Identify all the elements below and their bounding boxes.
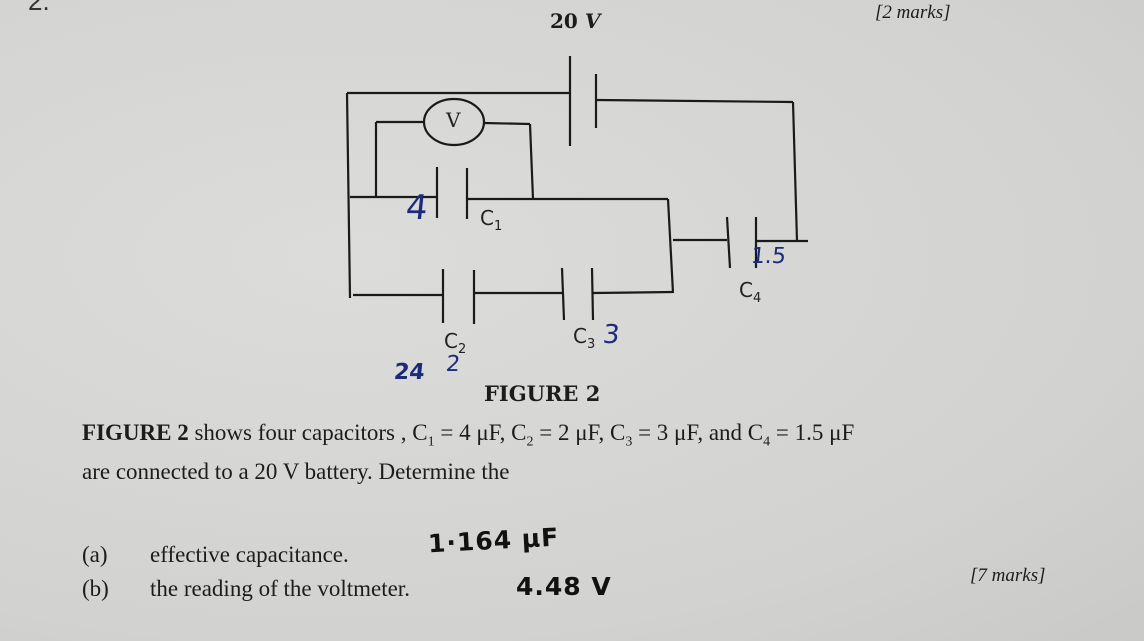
c3-label-sub: 3 xyxy=(586,337,596,352)
part-b-letter: (b) xyxy=(82,576,109,601)
c2-label-sub: 2 xyxy=(457,342,467,357)
part-a: (a) effective capacitance. xyxy=(82,542,349,568)
right-outer-wire xyxy=(791,101,799,242)
part-a-letter: (a) xyxy=(82,542,108,567)
marks-label-bottom: [7 marks] xyxy=(970,565,1046,586)
c1-symbol: C xyxy=(412,420,428,445)
left-outer-wire xyxy=(345,92,352,299)
c2-value: = 2 μF, xyxy=(533,420,610,445)
c4-subscript: 4 xyxy=(763,434,771,450)
marks-label-top: [2 marks] xyxy=(875,2,951,23)
c2-label-base: C xyxy=(444,329,458,353)
part-a-text: effective capacitance. xyxy=(150,542,349,567)
c4-value: = 1.5 μF xyxy=(770,420,855,445)
c3-label: C3 xyxy=(573,324,595,352)
handwritten-margin-note: 24 xyxy=(392,360,426,385)
handwritten-c2-value: 2 xyxy=(444,352,462,377)
handwritten-c1-value: 4 xyxy=(403,188,430,228)
statement-text: shows four capacitors , xyxy=(188,420,413,445)
c1-label-sub: 1 xyxy=(493,219,503,234)
c3-symbol: C xyxy=(609,420,626,445)
top-wire-right xyxy=(595,98,794,104)
battery-voltage-unit: V xyxy=(584,9,601,33)
figure-reference: FIGURE 2 xyxy=(82,420,189,445)
c3-plate-right xyxy=(590,267,595,321)
question-number: 2. xyxy=(28,0,50,16)
c2-symbol: C xyxy=(511,420,527,445)
battery-voltage-value: 20 xyxy=(550,9,578,33)
c4-label: C4 xyxy=(739,278,761,306)
c4-label-base: C xyxy=(739,278,753,302)
c2-subscript: 2 xyxy=(526,434,534,450)
c4-plate-left xyxy=(725,216,732,269)
problem-statement-line1: FIGURE 2 shows four capacitors , C1 = 4 … xyxy=(82,420,854,451)
c1-value: = 4 μF, xyxy=(434,420,512,445)
handwritten-c4-value: 1.5 xyxy=(749,244,788,269)
voltmeter-symbol: V xyxy=(446,108,461,132)
battery-voltage-label: 20 V xyxy=(550,9,600,33)
c4-label-sub: 4 xyxy=(752,291,762,306)
part-b-handwritten-answer: 4.48 V xyxy=(516,572,612,601)
part-b-text: the reading of the voltmeter. xyxy=(150,576,410,601)
c4-symbol: C xyxy=(747,420,764,445)
c1-label-base: C xyxy=(480,206,494,230)
c3-plate-left xyxy=(560,267,566,321)
c3-subscript: 3 xyxy=(625,434,633,450)
figure-caption: FIGURE 2 xyxy=(484,381,601,406)
problem-statement-line2: are connected to a 20 V battery. Determi… xyxy=(82,459,510,484)
c1-subscript: 1 xyxy=(427,434,435,450)
voltmeter-circle xyxy=(422,97,486,147)
c1-label: C1 xyxy=(480,206,502,234)
part-b: (b) the reading of the voltmeter. xyxy=(82,576,410,602)
c2-label: C2 xyxy=(444,329,466,357)
c3-label-base: C xyxy=(573,324,587,348)
c3-value: = 3 μF, and xyxy=(632,420,748,445)
handwritten-c3-value: 3 xyxy=(601,320,622,350)
